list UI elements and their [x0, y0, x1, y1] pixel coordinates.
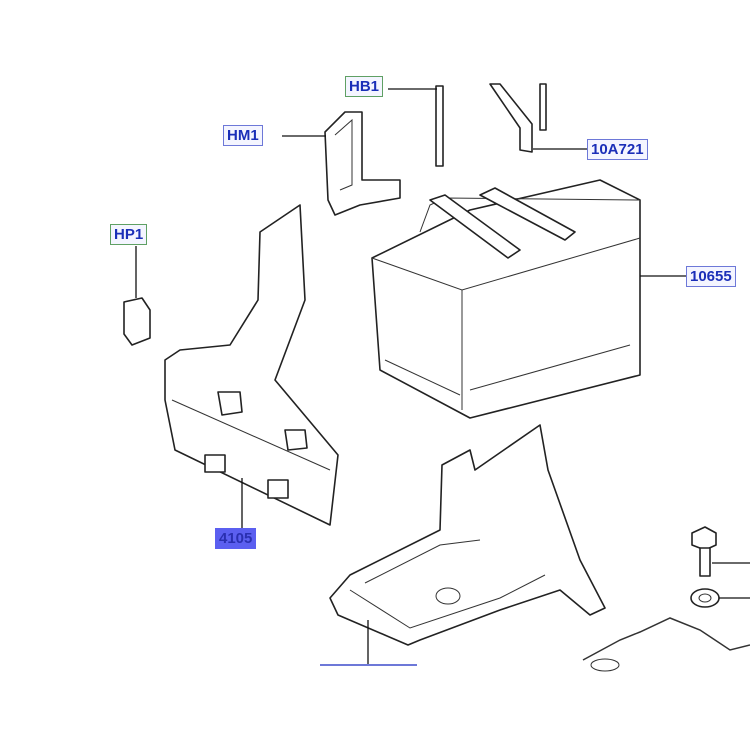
- battery: [371, 179, 687, 419]
- part-label-4105[interactable]: 4105: [215, 528, 257, 549]
- part-label-10a721[interactable]: 10A721: [587, 139, 648, 160]
- hold-down-bolt: [388, 85, 444, 167]
- battery-tray: [320, 424, 606, 666]
- bracket: [282, 111, 401, 216]
- part-label-10655[interactable]: 10655: [686, 266, 736, 287]
- mounting-plate: [582, 617, 750, 672]
- battery-cover: [164, 204, 339, 528]
- part-label-hp1[interactable]: HP1: [110, 224, 148, 245]
- part-label-hb1[interactable]: HB1: [345, 76, 384, 97]
- part-label-hm1[interactable]: HM1: [223, 125, 263, 146]
- cap: [123, 246, 151, 346]
- battery-clamp: [489, 83, 588, 153]
- bolt-and-washer: [690, 526, 750, 608]
